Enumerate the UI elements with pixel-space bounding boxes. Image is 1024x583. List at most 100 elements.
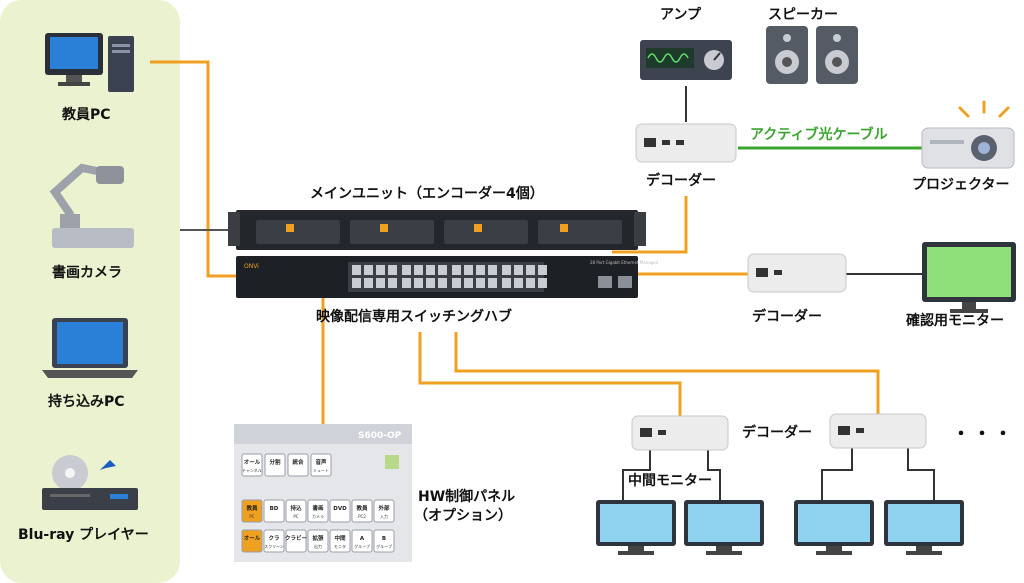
hub-port [426, 265, 435, 275]
decoder-bottom-left-icon [631, 415, 729, 451]
hub-port [426, 278, 435, 288]
panel-button-label: 教員 [355, 504, 368, 512]
middle-monitors [596, 500, 964, 555]
amp-icon [640, 40, 732, 80]
panel-button[interactable]: 分割 [264, 453, 286, 477]
middle-monitor-icon [684, 500, 764, 555]
panel-button-sublabel: 出力 [314, 543, 322, 549]
cable-decoder-bottom-2 [454, 332, 880, 416]
panel-button-sublabel: チャンネル [242, 467, 262, 473]
bluray-icon [42, 455, 138, 510]
panel-button-label: DVD [333, 506, 347, 512]
check-monitor-icon [922, 242, 1016, 313]
panel-button[interactable]: オール [241, 529, 263, 553]
panel-button-label: 拡張 [312, 534, 324, 542]
panel-button-label: 統合 [292, 458, 304, 466]
panel-button[interactable]: 教員 PC [241, 499, 263, 523]
panel-button-sublabel: グループ [376, 543, 392, 549]
hub-port [352, 265, 361, 275]
source-panel-background [0, 0, 180, 583]
hub-port [376, 265, 385, 275]
decoder-mid-icon [747, 253, 847, 293]
hub-port [452, 278, 461, 288]
panel-button[interactable]: 統合 [287, 453, 309, 477]
laptop-label: 持ち込みPC [48, 394, 125, 410]
check-monitor-label: 確認用モニター [906, 313, 1004, 329]
panel-button-sublabel: 入力 [380, 513, 388, 519]
hub-port [464, 265, 473, 275]
panel-button-label: 音声 [315, 458, 327, 466]
panel-model: S600-OP [358, 431, 402, 441]
decoder-mid-label: デコーダー [752, 309, 822, 325]
panel-button-label: A [360, 536, 365, 542]
hub-port [364, 265, 373, 275]
switching-hub-label: 映像配信専用スイッチングハブ [316, 309, 512, 325]
cable-split-1a [622, 448, 651, 500]
hub-port [502, 265, 511, 275]
speaker-label: スピーカー [768, 7, 838, 23]
hub-port [502, 278, 511, 288]
projector-label: プロジェクター [912, 177, 1010, 193]
panel-button-label: 分割 [269, 458, 281, 466]
decoder-top-label: デコーダー [646, 173, 716, 189]
panel-button-label: 中間 [334, 534, 346, 542]
hub-port [376, 278, 385, 288]
panel-button-sublabel: スクリーン [264, 543, 284, 549]
bluray-label: Blu-ray プレイヤー [18, 527, 149, 543]
panel-button-label: クラビー [285, 534, 308, 542]
hub-port [414, 265, 423, 275]
cable-split-1b [707, 448, 721, 500]
panel-button-sublabel: モニタ [334, 543, 346, 549]
more-indicator: ・・・ [952, 424, 1015, 445]
hub-port [388, 265, 397, 275]
hub-port [488, 278, 497, 288]
panel-button[interactable]: 書画カメラ [307, 499, 329, 523]
hub-port [438, 265, 447, 275]
switching-hub [236, 256, 638, 298]
panel-button-sublabel: PC [293, 514, 298, 519]
panel-button-label: オール [244, 535, 261, 542]
hub-port [402, 265, 411, 275]
panel-button-label: 教員 [245, 504, 258, 512]
panel-button-label: 持込 [290, 504, 302, 512]
hub-port [364, 278, 373, 288]
hub-port [464, 278, 473, 288]
decoder-top-icon [635, 123, 737, 163]
panel-button[interactable]: クラビー [285, 529, 308, 553]
panel-button-label: BD [270, 506, 279, 512]
panel-button-sublabel: PC [249, 514, 254, 519]
hub-port [538, 265, 547, 275]
active-cable-label: アクティブ光ケーブル [750, 127, 888, 143]
cable-decoder-top [612, 196, 688, 254]
panel-button-label: クラ [268, 534, 279, 542]
hub-port [538, 278, 547, 288]
decoder-bottom-right-icon [829, 413, 927, 449]
cable-teacher-pc [150, 60, 240, 278]
decoder-bottom-label: デコーダー [742, 425, 812, 441]
teacher-pc-icon [45, 33, 134, 92]
hub-port [414, 278, 423, 288]
hub-description: 28 Port Gigabit Ethernet Managed [590, 260, 659, 265]
panel-button[interactable]: 持込 PC [285, 499, 307, 523]
panel-button[interactable]: 中間モニタ [329, 529, 351, 553]
control-panel-caption-1: HW制御パネル [418, 489, 516, 505]
panel-button[interactable]: BD [263, 499, 285, 523]
control-panel-caption-2: （オプション） [414, 508, 512, 524]
panel-button[interactable]: DVD [329, 499, 351, 523]
speaker-icon [766, 26, 858, 84]
middle-monitor-icon [884, 500, 964, 555]
cable-decoder-bottom-1 [418, 332, 682, 418]
panel-button-sublabel: カメラ [312, 513, 324, 519]
panel-button-label: B [382, 536, 386, 542]
panel-button-label: 外部 [378, 504, 390, 512]
panel-button-sublabel: ミュート [313, 468, 329, 473]
